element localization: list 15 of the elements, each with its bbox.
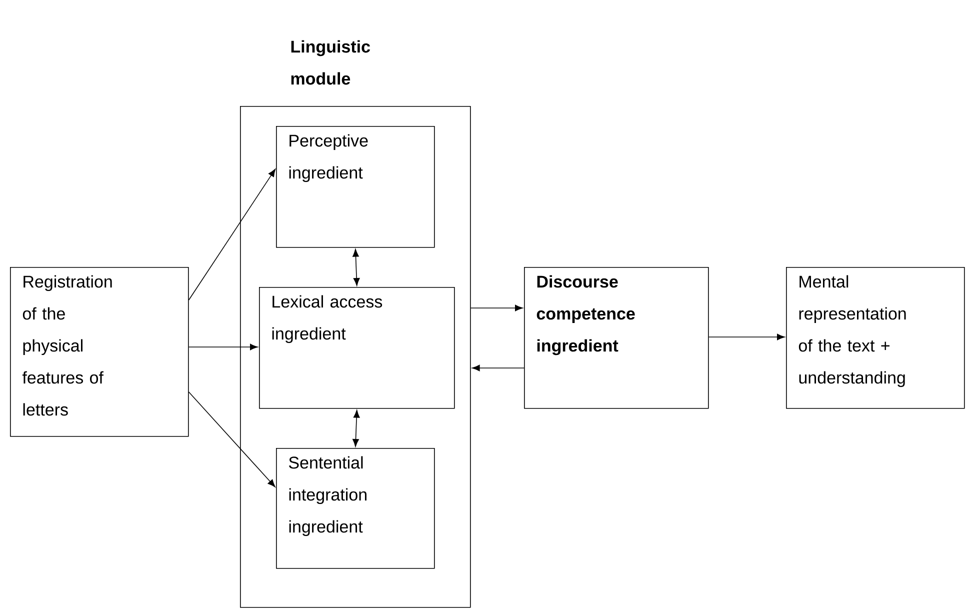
process-box: Sentential integration ingredient (276, 448, 435, 569)
arrow (188, 392, 276, 488)
arrow (708, 334, 785, 340)
arrow (472, 364, 524, 372)
process-box: Lexical access ingredient (259, 287, 455, 409)
arrow (188, 344, 258, 350)
arrow (352, 410, 360, 447)
process-box: Perceptive ingredient (276, 126, 435, 248)
node-label: Linguistic module (291, 40, 370, 85)
arrow (188, 168, 276, 300)
process-box: Mental representation of the text + understanding (786, 267, 965, 409)
arrow (352, 248, 360, 286)
process-box: Registration of the physical features of letters (10, 267, 189, 437)
arrow (470, 304, 523, 312)
process-box: Discourse competence ingredient (524, 267, 709, 409)
